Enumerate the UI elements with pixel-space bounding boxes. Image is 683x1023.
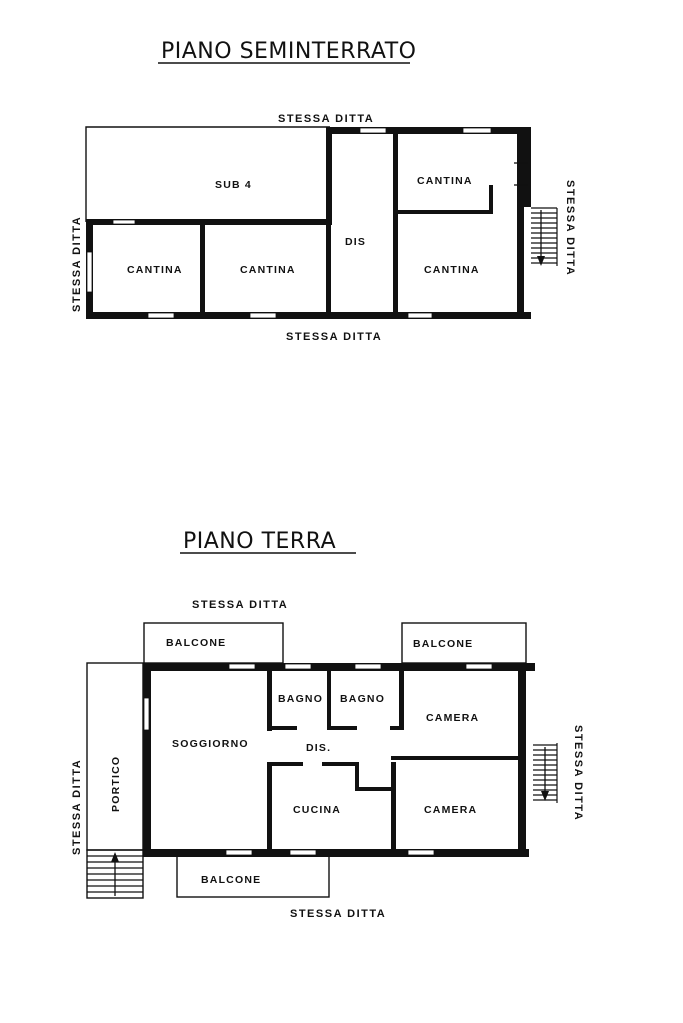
wall (393, 134, 398, 312)
ground-title: PIANO TERRA (183, 529, 336, 554)
room-balcone-ne: BALCONE (413, 638, 473, 650)
basement-stair (514, 162, 558, 266)
ground-stair-left (86, 849, 144, 899)
wall (326, 225, 331, 312)
room-camera-1: CAMERA (426, 712, 479, 724)
ground-boundary-left: STESSA DITTA (71, 759, 83, 855)
wall (391, 762, 396, 849)
ground-stair-right (533, 743, 558, 803)
wall (355, 787, 395, 791)
ground-boundary-right: STESSA DITTA (572, 725, 584, 821)
room-soggiorno: SOGGIORNO (172, 738, 249, 750)
wall (267, 762, 272, 849)
window (462, 127, 492, 134)
stair-arrow-down-icon (541, 747, 549, 801)
wall (390, 726, 404, 730)
wall (326, 127, 332, 222)
stair-arrow-down-icon (537, 210, 545, 266)
wall (326, 127, 531, 134)
room-cucina: CUCINA (293, 804, 341, 816)
room-camera-2: CAMERA (424, 804, 477, 816)
wall (200, 225, 205, 312)
wall (331, 726, 357, 730)
window (86, 251, 93, 293)
wall (143, 663, 151, 857)
room-dis: DIS. (306, 742, 331, 754)
wall (267, 726, 297, 730)
wall (518, 663, 526, 857)
room-sub4: SUB 4 (215, 179, 252, 191)
basement-floor: PIANO SEMINTERRATO STESSA DITTA STESSA D… (71, 39, 576, 343)
window (249, 312, 277, 319)
wall (322, 762, 358, 766)
window (284, 663, 312, 670)
wall (327, 671, 331, 730)
room-dis: DIS (345, 236, 366, 248)
window (354, 663, 382, 670)
ground-boundary-top: STESSA DITTA (192, 599, 288, 611)
wall (143, 849, 529, 857)
wall (143, 663, 535, 671)
room-cantina-1: CANTINA (127, 264, 183, 276)
room-bagno-2: BAGNO (340, 693, 385, 705)
room-portico: PORTICO (110, 756, 122, 812)
ground-floor: PIANO TERRA STESSA DITTA STESSA DITTA ST… (71, 529, 584, 920)
basement-boundary-bottom: STESSA DITTA (286, 331, 382, 343)
wall (267, 671, 272, 731)
window (228, 663, 256, 670)
room-cantina-3: CANTINA (424, 264, 480, 276)
basement-boundary-top: STESSA DITTA (278, 113, 374, 125)
basement-title: PIANO SEMINTERRATO (161, 39, 416, 64)
wall (517, 127, 524, 319)
wall (391, 756, 518, 760)
room-cantina-ne: CANTINA (417, 175, 473, 187)
basement-boundary-left: STESSA DITTA (71, 216, 83, 312)
window (147, 312, 175, 319)
room-bagno-1: BAGNO (278, 693, 323, 705)
wall (399, 671, 404, 729)
sub4-outline (85, 126, 330, 222)
wall (489, 185, 493, 214)
wall (398, 210, 493, 214)
ground-boundary-bottom: STESSA DITTA (290, 908, 386, 920)
room-balcone-s: BALCONE (201, 874, 261, 886)
window (289, 849, 317, 856)
wall (86, 312, 531, 319)
basement-boundary-right: STESSA DITTA (564, 180, 576, 276)
window (407, 849, 435, 856)
window (225, 849, 253, 856)
window (143, 697, 150, 731)
wall (267, 762, 303, 766)
room-cantina-2: CANTINA (240, 264, 296, 276)
wall (86, 219, 332, 225)
window (407, 312, 433, 319)
wall (524, 127, 531, 207)
stair-arrow-up-icon (111, 852, 119, 896)
wall (355, 762, 359, 790)
window (359, 127, 387, 134)
wall (526, 663, 533, 671)
room-balcone-nw: BALCONE (166, 637, 226, 649)
window (112, 219, 136, 225)
window (465, 663, 493, 670)
